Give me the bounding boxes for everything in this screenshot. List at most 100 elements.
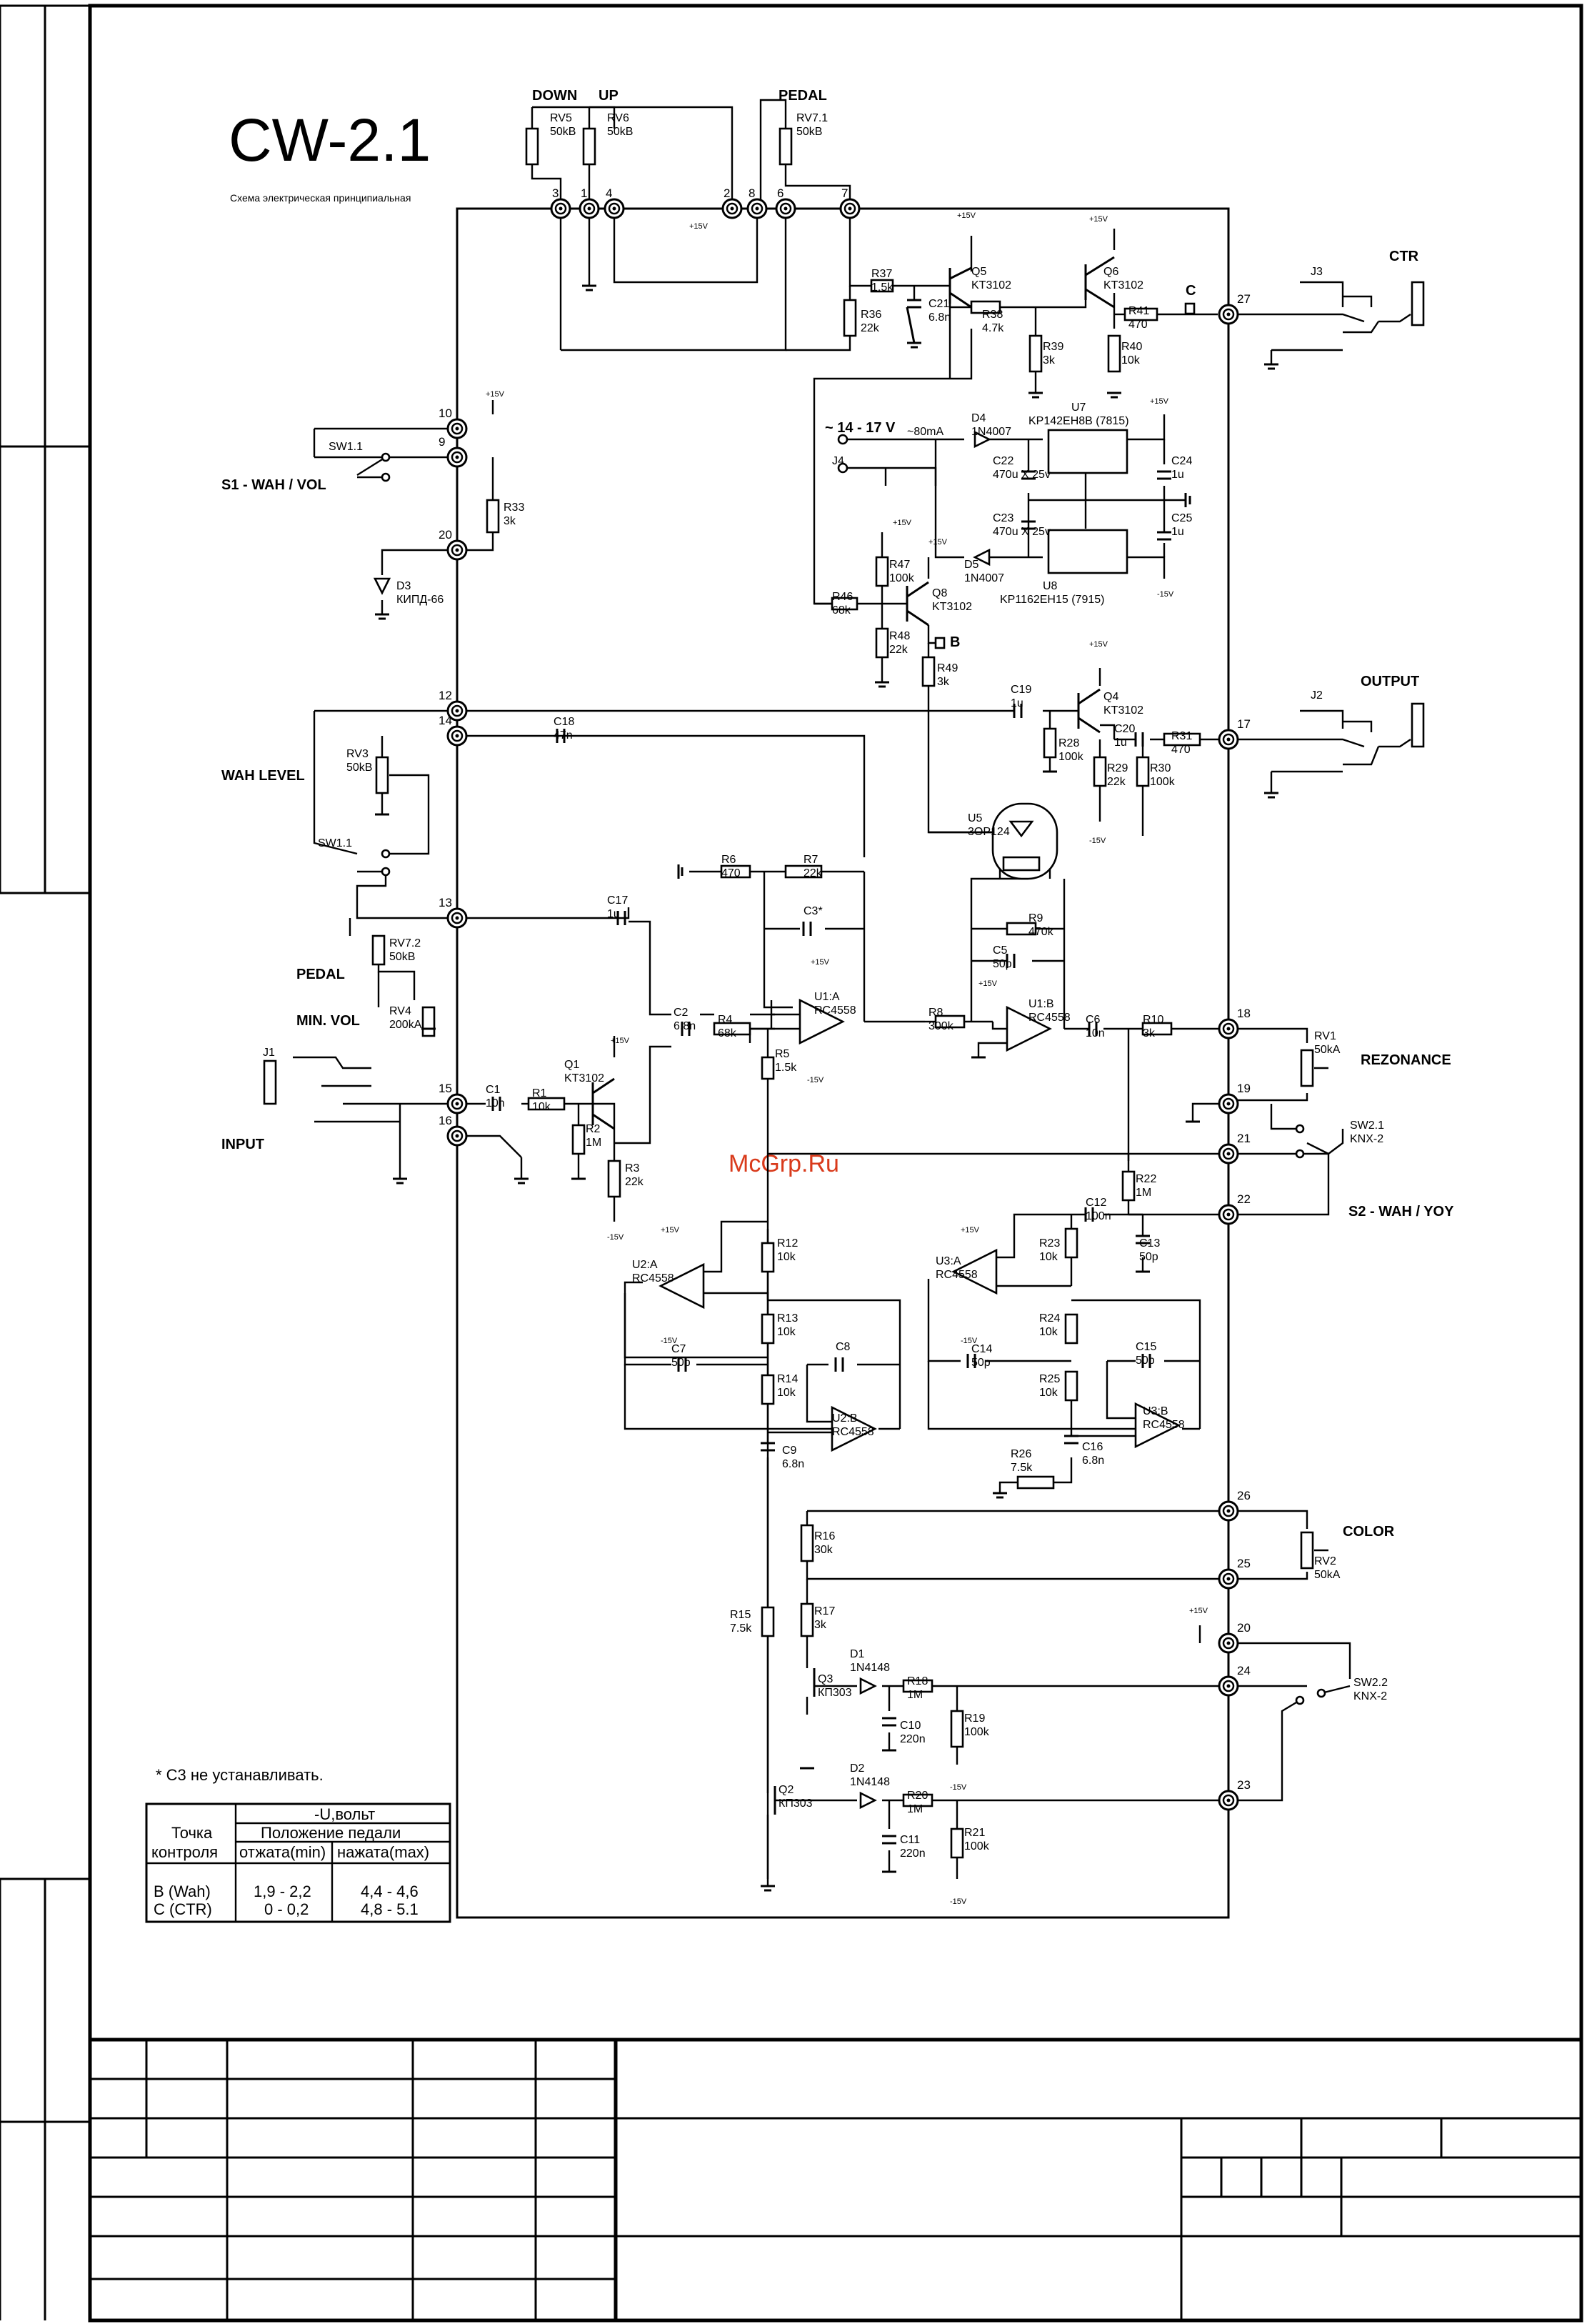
pin-number: 17 <box>1237 717 1251 731</box>
component-ref: Q8 <box>932 587 947 599</box>
component-value: 1N4007 <box>971 426 1011 438</box>
component-ref: Q1 <box>564 1059 579 1071</box>
component-ref: R10 <box>1143 1014 1163 1026</box>
connector-pin-top-0: 3 <box>550 186 571 219</box>
label-pedal-mid: PEDAL <box>296 967 345 982</box>
table-row2-point: C (CTR) <box>154 1900 212 1918</box>
component-ref: Q5 <box>971 266 986 278</box>
connector-pin-right-5: 22 <box>1218 1192 1251 1225</box>
component-value: 22k <box>803 867 823 879</box>
component-symbols <box>263 127 1326 1859</box>
component-value: KT3102 <box>932 601 972 613</box>
component-ref: U3:B <box>1143 1405 1168 1417</box>
component-ref: R47 <box>889 559 910 571</box>
component-ref: C22 <box>993 455 1013 467</box>
component-value: RC4558 <box>1028 1012 1071 1024</box>
label-min-vol: MIN. VOL <box>296 1013 360 1029</box>
rail-minus-3: -15V <box>807 1076 824 1084</box>
component-value: 1.5k <box>775 1062 797 1074</box>
component-ref: C25 <box>1171 512 1192 524</box>
component-value: 100k <box>1058 751 1084 763</box>
component-ref: R39 <box>1043 341 1063 353</box>
component-ref: RV7.2 <box>389 937 421 949</box>
component-ref: C16 <box>1082 1441 1103 1453</box>
rail-plus-12: +15V <box>661 1226 680 1235</box>
component-j3: J3 <box>1311 266 1323 278</box>
table-row-header-1: Точка <box>171 1824 213 1842</box>
component-value: 7.5k <box>1011 1462 1033 1474</box>
connector-pin-top-3: 2 <box>721 186 743 219</box>
table-title: -U,вольт <box>314 1805 375 1823</box>
component-ref: RV2 <box>1314 1555 1336 1567</box>
pin-number: 10 <box>439 407 452 420</box>
component-ref: R23 <box>1039 1237 1060 1250</box>
component-ref: D3 <box>396 580 411 592</box>
connector-pin-right-1: 17 <box>1218 717 1251 750</box>
label-rezonance: REZONANCE <box>1361 1052 1451 1068</box>
component-ref: R4 <box>718 1014 733 1026</box>
label-supply: ~ 14 - 17 V <box>825 420 896 436</box>
component-ref: C20 <box>1114 723 1135 735</box>
connector-pin-right-0: 27 <box>1218 292 1251 325</box>
component-ref: U2:A <box>632 1259 658 1271</box>
supply-rails: +15V +15V +15V +15V +15V -15V +15V +15V … <box>486 211 1208 1906</box>
component-value: 50kB <box>607 126 633 138</box>
component-ref: R25 <box>1039 1373 1060 1385</box>
connector-pin-right-8: 20 <box>1218 1621 1251 1654</box>
component-ref: R31 <box>1171 730 1192 742</box>
pin-number: 1 <box>581 186 587 200</box>
component-j2: J2 <box>1311 689 1323 702</box>
rv6-body <box>582 127 596 166</box>
component-ref: R3 <box>625 1162 640 1175</box>
component-value: 10k <box>1039 1387 1058 1399</box>
component-ref: R9 <box>1028 912 1043 924</box>
component-value: 50p <box>993 958 1012 970</box>
component-ref: R14 <box>777 1373 798 1385</box>
component-ref: J2 <box>1311 689 1323 702</box>
rail-minus-7: -15V <box>950 1783 967 1792</box>
pin-number: 14 <box>439 714 452 727</box>
connector-pin-top-5: 6 <box>775 186 796 219</box>
component-value: 10k <box>1039 1326 1058 1338</box>
component-ref: C13 <box>1139 1237 1160 1250</box>
component-value: 68k <box>832 604 851 617</box>
label-ctr: CTR <box>1389 249 1419 264</box>
component-ref: J4 <box>832 455 844 467</box>
component-value: КП303 <box>779 1797 813 1810</box>
component-ref: C9 <box>782 1445 797 1457</box>
component-value: RC4558 <box>632 1272 674 1285</box>
table-row2-max: 4,8 - 5.1 <box>361 1900 419 1918</box>
rail-minus-6: -15V <box>961 1337 978 1345</box>
component-ref: U8 <box>1043 580 1058 592</box>
rail-plus-13: +15V <box>961 1226 980 1235</box>
connector-pin-right-9: 24 <box>1218 1664 1251 1697</box>
component-value: 22k <box>1107 776 1126 788</box>
